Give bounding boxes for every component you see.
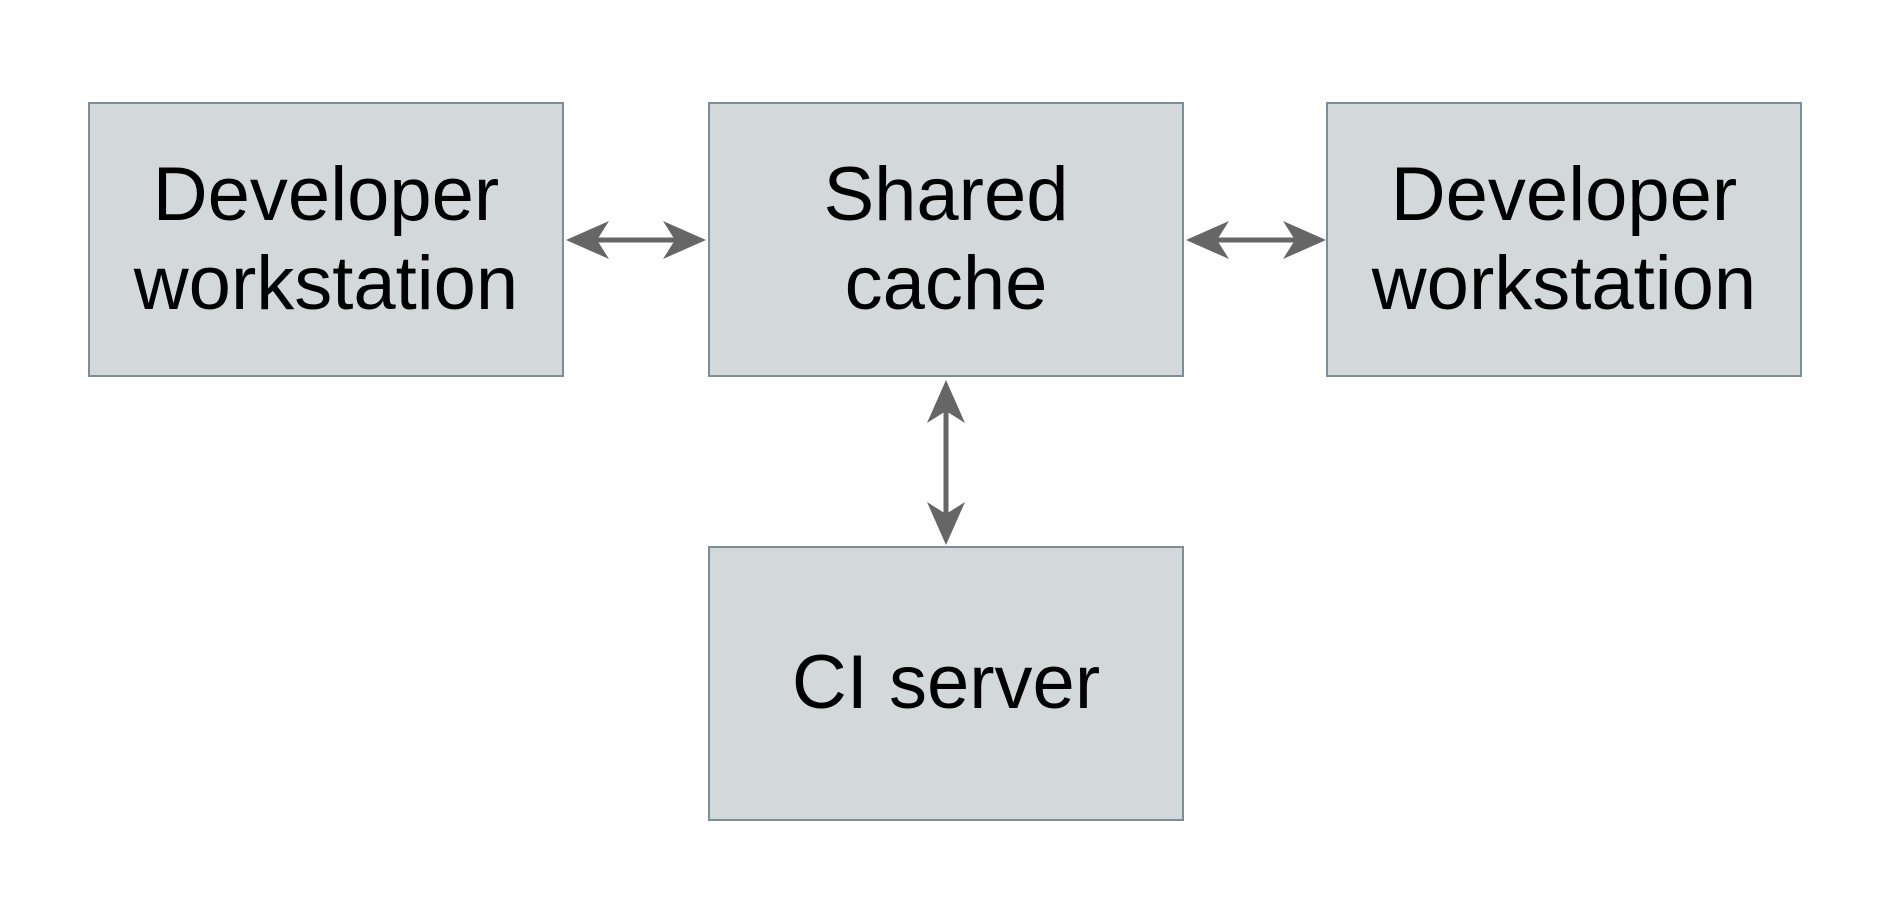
- arrowhead-right-icon: [1283, 221, 1326, 259]
- arrowhead-right-icon: [663, 221, 706, 259]
- arrowhead-left-icon: [566, 221, 609, 259]
- node-label-line: workstation: [133, 240, 519, 326]
- arrow-shared-cache-right-workstation: [1186, 221, 1326, 259]
- node-shared-cache: Shared cache: [708, 102, 1184, 377]
- arrowhead-down-icon: [927, 502, 965, 545]
- arrowhead-left-icon: [1186, 221, 1229, 259]
- node-label-line: Shared: [823, 152, 1069, 238]
- node-label-line: Developer: [1390, 152, 1738, 238]
- arrow-shared-cache-ci-server: [927, 380, 965, 545]
- arrowhead-up-icon: [927, 380, 965, 423]
- node-label-line: cache: [844, 240, 1048, 326]
- node-ci-server: CI server: [708, 546, 1184, 821]
- node-label-line: workstation: [1371, 240, 1757, 326]
- node-developer-workstation-left: Developer workstation: [88, 102, 564, 377]
- arrow-left-workstation-shared-cache: [566, 221, 706, 259]
- node-developer-workstation-right: Developer workstation: [1326, 102, 1802, 377]
- node-label-line: Developer: [152, 152, 500, 238]
- node-label-line: CI server: [791, 640, 1101, 726]
